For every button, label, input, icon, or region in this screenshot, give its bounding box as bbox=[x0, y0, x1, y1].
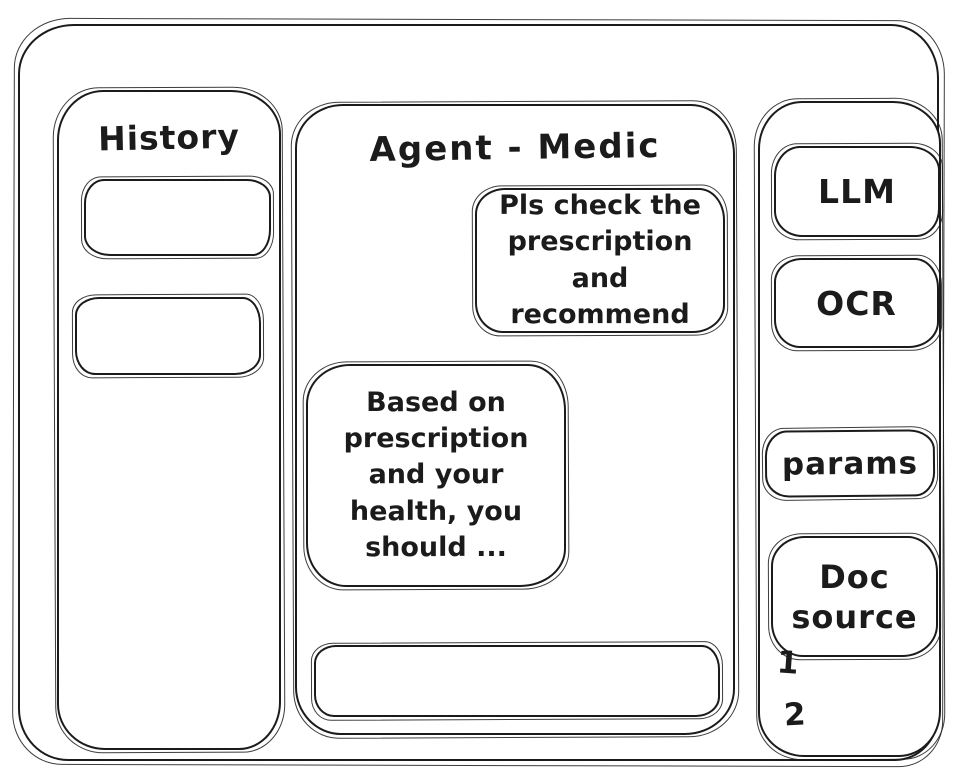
history-panel: History bbox=[57, 90, 281, 750]
llm-button[interactable]: LLM bbox=[774, 146, 940, 237]
doc-source-item-2: 2 bbox=[783, 696, 807, 734]
chat-title: Agent - Medic bbox=[369, 125, 661, 171]
chat-message-user-text: Pls check the prescription and recommend bbox=[499, 190, 701, 330]
ocr-button[interactable]: OCR bbox=[774, 258, 939, 348]
tools-panel: LLM OCR params Doc source 1 2 bbox=[758, 101, 941, 757]
doc-source-button[interactable]: Doc source bbox=[771, 536, 938, 657]
history-item[interactable] bbox=[75, 297, 261, 375]
app-window-frame: History Agent - Medic Pls check the pres… bbox=[18, 24, 941, 761]
history-item[interactable] bbox=[84, 179, 271, 256]
chat-message-user: Pls check the prescription and recommend bbox=[475, 188, 725, 333]
doc-source-item-1: 1 bbox=[775, 644, 800, 682]
chat-panel: Agent - Medic Pls check the prescription… bbox=[295, 104, 735, 735]
history-panel-title: History bbox=[97, 116, 241, 159]
message-input-box[interactable] bbox=[314, 645, 720, 717]
chat-message-assistant-text: Based on prescription and your health, y… bbox=[343, 387, 529, 563]
chat-message-assistant: Based on prescription and your health, y… bbox=[306, 364, 566, 587]
message-input[interactable] bbox=[330, 651, 708, 711]
params-button[interactable]: params bbox=[764, 429, 936, 498]
